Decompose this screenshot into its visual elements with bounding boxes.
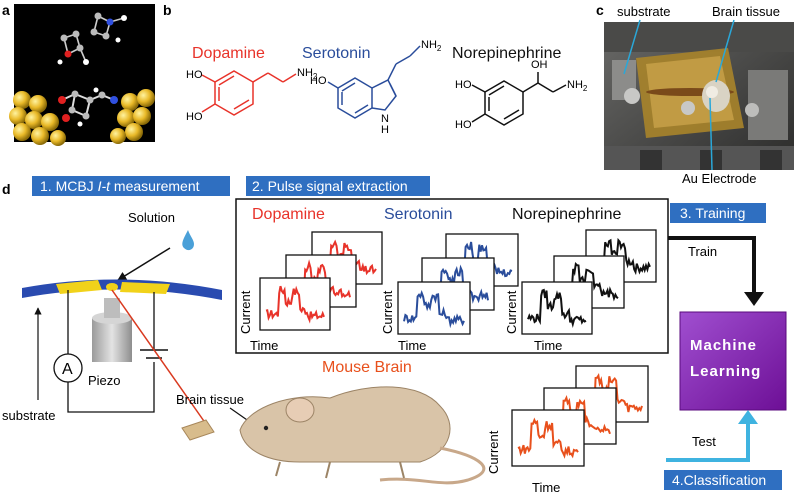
dopamine-nh2: NH2 [297, 67, 318, 81]
molecule-floating-2 [90, 12, 127, 43]
serotonin-trace-frame [397, 281, 471, 335]
panel-d-label: d [2, 181, 11, 197]
mcbj-setup: Solution Piezo A substrate Brain tissue [2, 210, 251, 441]
dopamine-ho-2: HO [186, 111, 203, 123]
serotonin-axis-time: Time [398, 338, 426, 353]
gold-electrode-left [9, 91, 66, 146]
machine-learning-box [679, 311, 787, 411]
dopamine-name: Dopamine [192, 45, 265, 62]
panel-c-label: c [596, 2, 604, 18]
norepinephrine-axis-current: Current [504, 290, 519, 334]
dopamine-trace-frame [259, 277, 331, 331]
solution-drop-icon [182, 230, 194, 251]
norepinephrine-ho-1: HO [455, 79, 472, 91]
solution-arrow [117, 247, 171, 281]
norepinephrine-nh2: NH2 [567, 79, 588, 93]
axis-labels: Time Current Time Current Time Current T… [238, 290, 562, 495]
signal-dopamine-title: Dopamine [252, 206, 325, 223]
norepinephrine-structure [471, 72, 567, 126]
panel-a-label: a [2, 2, 10, 18]
norepinephrine-ho-2: HO [455, 119, 472, 131]
test-axis-current: Current [486, 430, 501, 474]
solution-label: Solution [128, 210, 175, 225]
norepinephrine-trace-line [527, 288, 587, 329]
serotonin-nh2: NH2 [421, 39, 442, 53]
molecule-floating-1 [57, 30, 89, 65]
serotonin-h: H [381, 124, 389, 136]
norepinephrine-name: Norepinephrine [452, 45, 562, 62]
train-arrow-line [668, 236, 756, 296]
photo-pointer-au-electrode [709, 97, 713, 171]
piezo-block [92, 318, 132, 362]
serotonin-axis-current: Current [380, 290, 395, 334]
photo-pointer-substrate [623, 19, 641, 75]
wire-bottom [67, 362, 155, 413]
step1-box [32, 176, 230, 196]
serotonin-name: Serotonin [302, 45, 371, 62]
photo-label-au-electrode: Au Electrode [682, 171, 756, 186]
photo-label-brain-tissue: Brain tissue [712, 4, 780, 19]
electrode-left [56, 280, 102, 294]
dopamine-axis-time: Time [250, 338, 278, 353]
trace-stacks [259, 229, 657, 467]
mouse-brain-label: Mouse Brain [322, 359, 412, 376]
piezo-label: Piezo [88, 373, 121, 388]
electrode-right [120, 282, 170, 294]
norepinephrine-axis-time: Time [534, 338, 562, 353]
train-arrowhead [744, 292, 764, 306]
dopamine-structure [201, 70, 297, 116]
test-axis-time: Time [532, 480, 560, 495]
brain-tissue-sample [181, 419, 215, 441]
test-arrowhead [738, 410, 758, 424]
mouse-illustration [239, 386, 486, 485]
step3-box [670, 203, 766, 223]
serotonin-n: N [381, 113, 389, 125]
serotonin-trace-line [403, 290, 465, 329]
step2-box [246, 176, 430, 196]
test-trace-line [517, 417, 579, 459]
serotonin-structure [327, 45, 421, 119]
brain-tissue-label: Brain tissue [176, 392, 244, 407]
panel-c-photo [604, 22, 794, 170]
serotonin-ho: HO [310, 75, 327, 87]
signal-serotonin-title: Serotonin [384, 206, 453, 223]
tissue-link-line [111, 289, 207, 425]
step4-text: 4.Classification [672, 472, 766, 488]
gold-electrode-right [110, 89, 155, 144]
dopamine-trace-line [265, 285, 325, 324]
step1-text: 1. MCBJ I-t measurement [40, 178, 200, 194]
test-arrow-line [666, 420, 750, 462]
molecule-bridge [58, 87, 118, 127]
ml-line-2: Learning [690, 363, 761, 380]
step3-text: 3. Training [680, 205, 745, 221]
signal-norepinephrine-title: Norepinephrine [512, 206, 622, 223]
panel-a-molecular-render [9, 4, 155, 146]
ml-line-1: Machine [690, 337, 757, 354]
dopamine-ho-1: HO [186, 69, 203, 81]
photo-pointer-brain-tissue [715, 19, 735, 83]
norepinephrine-trace-frame [521, 281, 593, 335]
piezo-stem [104, 298, 120, 318]
junction [106, 283, 118, 291]
step2-text: 2. Pulse signal extraction [252, 178, 408, 194]
panel-b-label: b [163, 2, 172, 18]
substrate-label: substrate [2, 408, 55, 423]
step4-box [664, 470, 782, 490]
test-label: Test [692, 434, 716, 449]
test-trace-frame [511, 409, 585, 467]
photo-label-substrate: substrate [617, 4, 670, 19]
norepinephrine-oh: OH [531, 59, 548, 71]
dopamine-axis-current: Current [238, 290, 253, 334]
train-label: Train [688, 244, 717, 259]
ammeter-label: A [62, 361, 73, 378]
